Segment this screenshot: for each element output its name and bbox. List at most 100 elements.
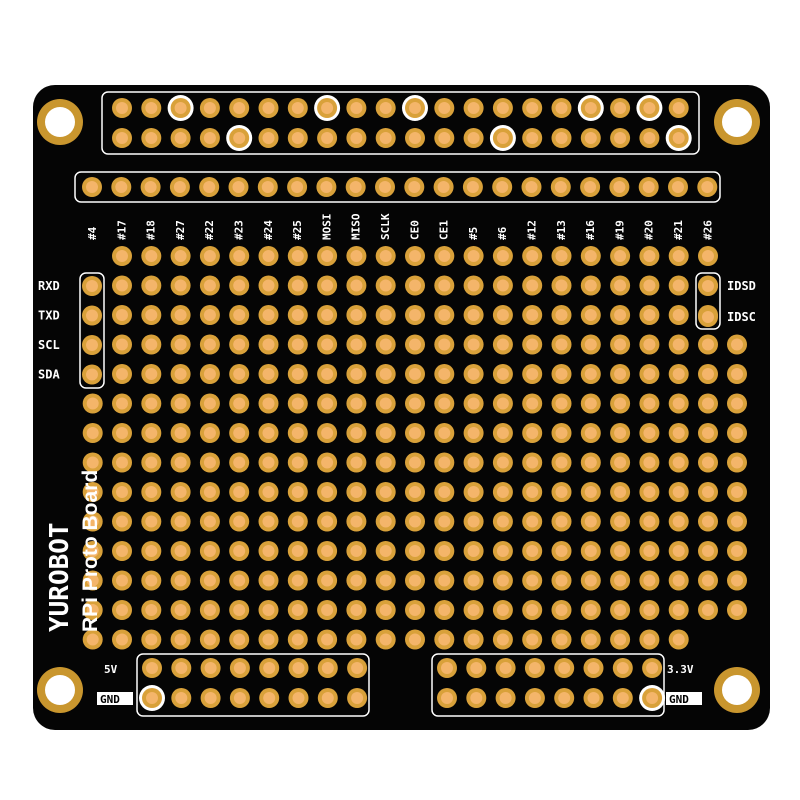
header-pin: [317, 128, 338, 148]
proto-pad: [522, 600, 543, 620]
header-pin: [346, 128, 367, 148]
gpio-label: #4: [86, 226, 99, 240]
proto-pad: [199, 275, 220, 296]
id-eeprom-pin: [698, 307, 718, 327]
proto-pad: [405, 511, 425, 532]
proto-pad: [346, 275, 367, 296]
gpio-breakout-pin: [140, 177, 161, 197]
proto-pad: [580, 305, 601, 325]
proto-pad: [434, 246, 455, 266]
proto-pad: [346, 334, 367, 355]
proto-pad: [141, 629, 162, 650]
power-pin: [200, 658, 221, 678]
gpio-label: SCLK: [379, 213, 392, 240]
proto-pad: [82, 629, 103, 650]
gpio-breakout-pin: [462, 177, 483, 197]
power-right-3v3-label: 3.3V: [667, 663, 694, 676]
proto-pad: [551, 541, 572, 561]
gpio-breakout-pin: [492, 177, 513, 197]
power-pin: [639, 685, 666, 711]
proto-pad: [229, 275, 250, 296]
power-pin: [229, 658, 250, 678]
proto-pad: [141, 482, 162, 502]
proto-pad: [170, 334, 191, 355]
proto-pad: [580, 482, 601, 502]
gpio-breakout-pin: [375, 177, 395, 197]
header-pin: [112, 98, 132, 118]
header-pin: [141, 98, 162, 118]
proto-pad: [405, 393, 425, 414]
power-pin: [288, 658, 309, 678]
proto-pad: [317, 452, 338, 473]
right-pin-label: IDSD: [727, 279, 756, 293]
proto-pad: [375, 305, 396, 325]
proto-pad: [668, 629, 689, 650]
gpio-breakout-pin: [668, 177, 688, 197]
proto-pad: [141, 246, 162, 266]
proto-pad: [170, 393, 191, 414]
proto-pad: [141, 334, 162, 355]
proto-pad: [375, 629, 396, 650]
header-pin: [112, 128, 132, 148]
proto-pad: [229, 629, 250, 650]
proto-pad: [405, 482, 425, 502]
proto-pad: [698, 541, 718, 561]
proto-pad: [112, 482, 132, 502]
power-pin: [466, 658, 487, 678]
header-pin: [199, 98, 220, 118]
proto-pad: [82, 511, 103, 532]
proto-pad: [287, 393, 308, 414]
proto-pad: [639, 275, 660, 296]
proto-pad: [375, 364, 396, 384]
power-pin: [437, 688, 457, 708]
proto-pad: [346, 541, 367, 561]
proto-pad: [434, 452, 455, 473]
proto-pad: [580, 600, 601, 620]
proto-pad: [258, 334, 279, 355]
proto-pad: [112, 452, 132, 473]
proto-pad: [141, 452, 162, 473]
proto-pad: [346, 305, 367, 325]
proto-pad: [463, 305, 484, 325]
power-pin: [554, 688, 575, 708]
proto-pad: [375, 246, 396, 266]
header-pin: [287, 128, 308, 148]
proto-pad: [668, 452, 689, 473]
proto-pad: [317, 334, 338, 355]
serial-pin: [82, 364, 102, 385]
proto-pad: [170, 305, 191, 325]
proto-pad: [199, 305, 220, 325]
proto-pad: [492, 600, 513, 620]
gpio-breakout-pin: [433, 177, 454, 197]
gpio-breakout-pin: [228, 177, 249, 197]
gpio-label: CE0: [408, 220, 421, 240]
proto-pad: [112, 570, 132, 591]
proto-pad: [346, 364, 367, 384]
proto-pad: [639, 600, 660, 620]
gpio-label: MOSI: [320, 214, 333, 241]
proto-pad: [610, 570, 631, 591]
proto-pad: [492, 246, 513, 266]
proto-pad: [463, 629, 484, 650]
proto-pad: [551, 246, 572, 266]
gpio-breakout-pin: [521, 177, 542, 197]
power-left-5v-label: 5V: [104, 663, 118, 676]
proto-pad: [317, 275, 338, 296]
proto-pad: [463, 393, 484, 414]
proto-pad: [610, 246, 631, 266]
proto-pad: [698, 364, 718, 384]
right-pin-label: IDSC: [727, 310, 756, 324]
proto-pad: [434, 275, 455, 296]
power-pin: [317, 658, 338, 678]
proto-pad: [199, 482, 220, 502]
power-pin: [171, 658, 192, 678]
proto-pad: [434, 600, 455, 620]
proto-pad: [375, 541, 396, 561]
proto-pad: [610, 629, 631, 650]
proto-pad: [434, 482, 455, 502]
header-pin: [375, 98, 396, 118]
header-pin: [346, 98, 367, 118]
proto-pad: [434, 511, 455, 532]
proto-pad: [258, 541, 279, 561]
